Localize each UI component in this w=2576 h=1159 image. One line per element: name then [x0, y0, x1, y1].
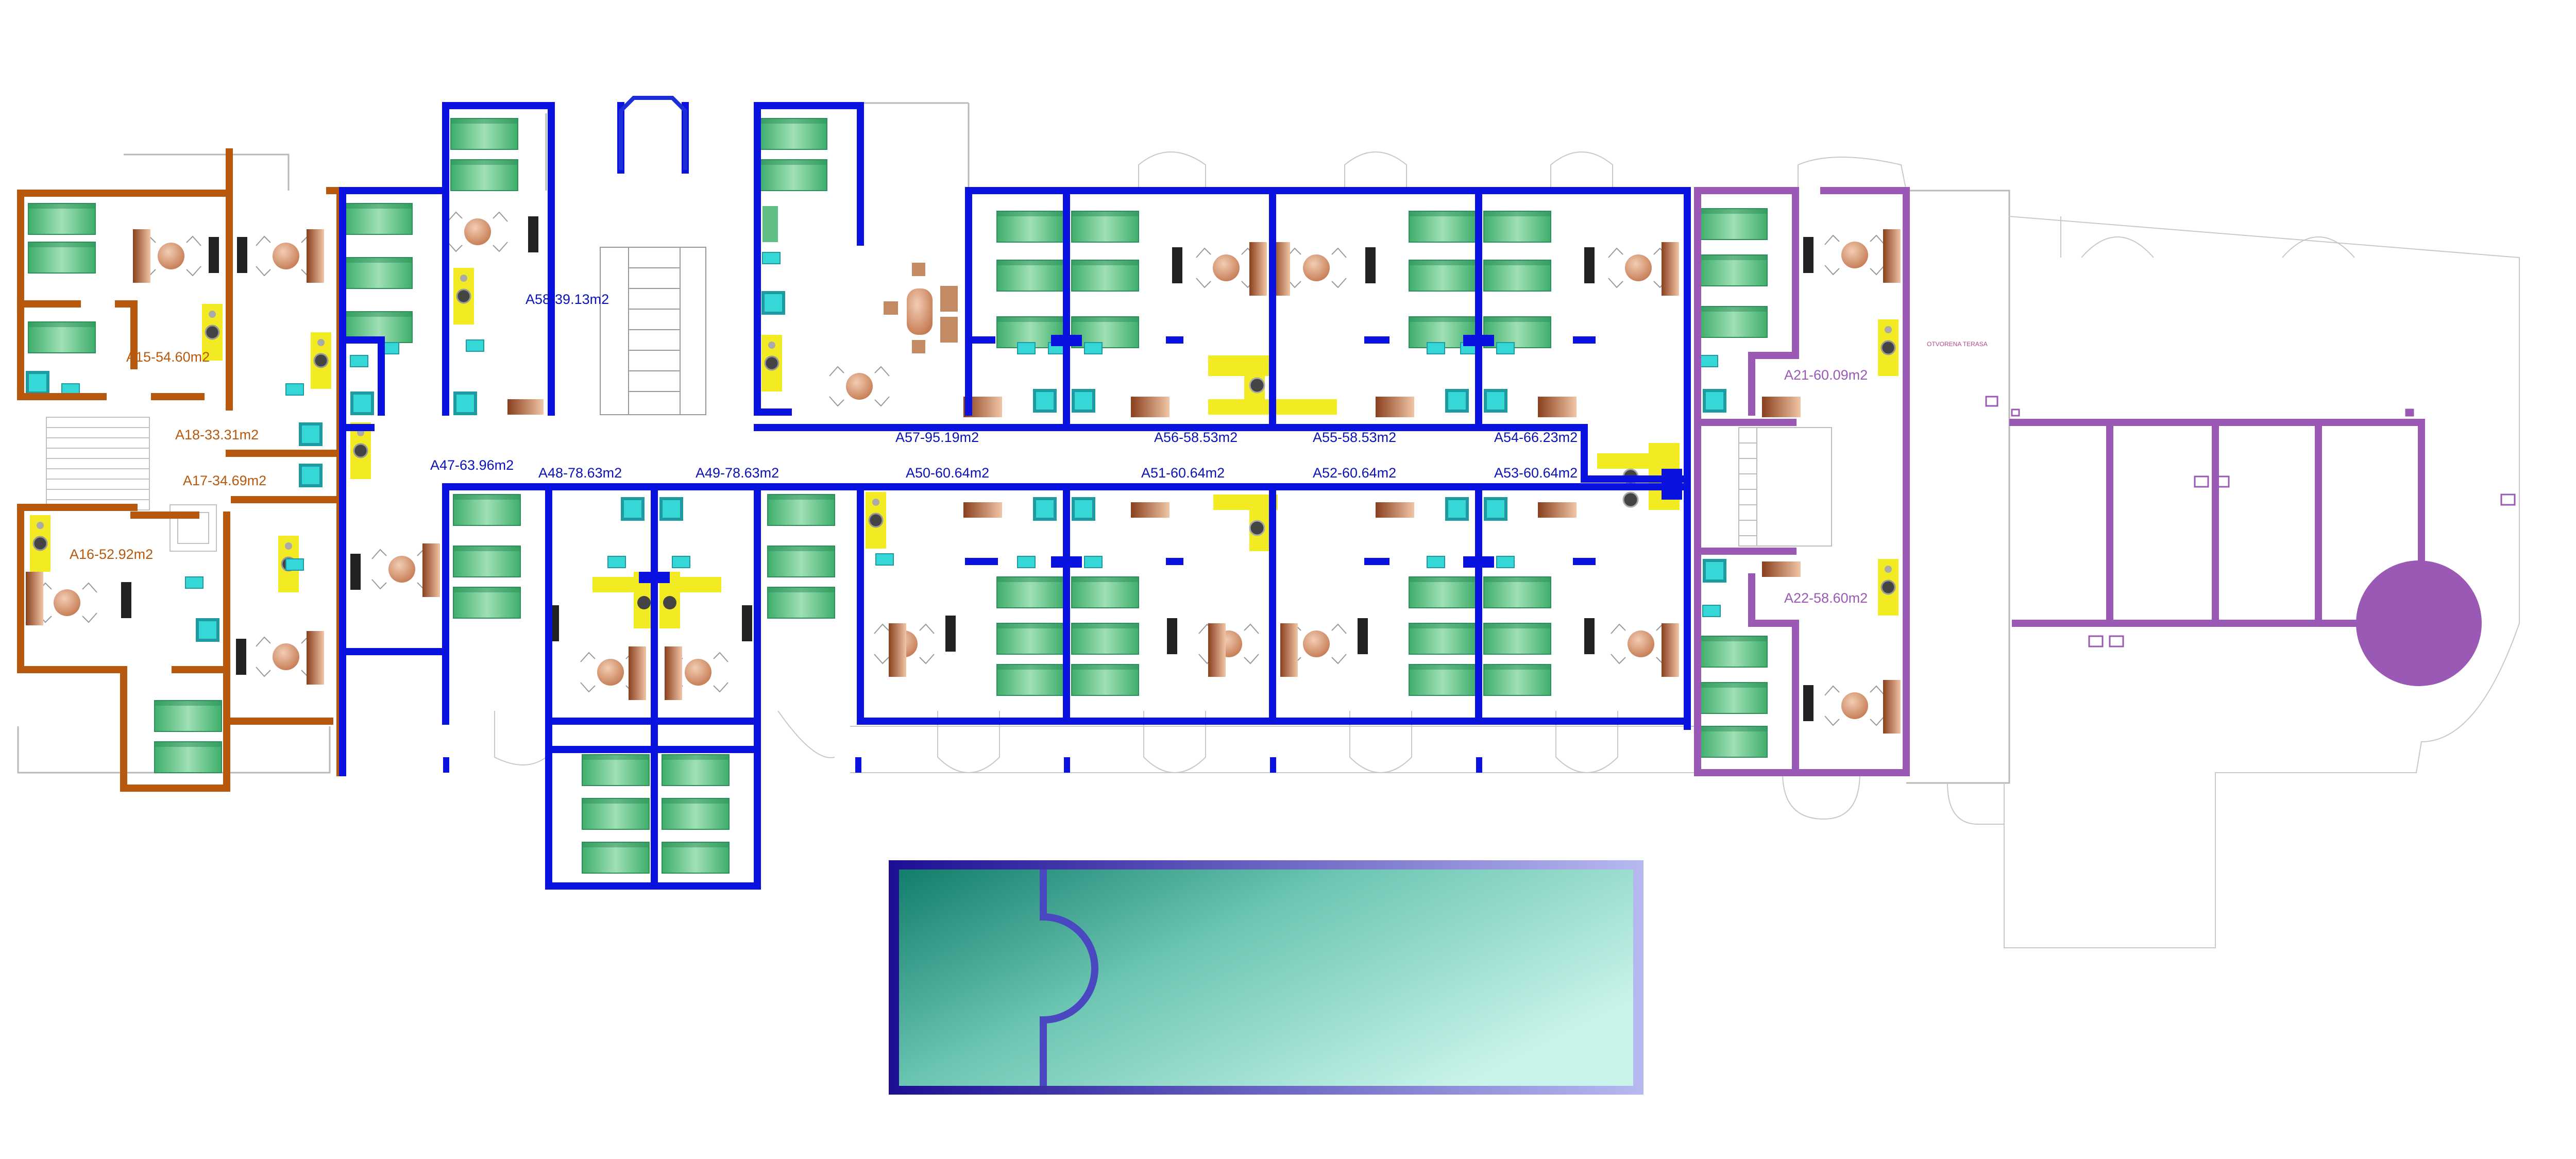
unit-label-a15: A15-54.60m2	[126, 349, 210, 365]
unit-label-a52: A52-60.64m2	[1313, 465, 1396, 481]
columns	[443, 335, 1682, 773]
unit-label-a22: A22-58.60m2	[1784, 590, 1868, 606]
unit-label-a54: A54-66.23m2	[1494, 430, 1578, 445]
unit-label-a17: A17-34.69m2	[183, 473, 266, 488]
unit-label-a53: A53-60.64m2	[1494, 465, 1578, 481]
purple-wing	[1694, 187, 2516, 776]
unit-label-a55: A55-58.53m2	[1313, 430, 1396, 445]
unit-label-a18: A18-33.31m2	[175, 427, 259, 442]
round-feature	[2356, 560, 2482, 686]
unit-label-a56: A56-58.53m2	[1154, 430, 1238, 445]
orange-walls	[17, 148, 344, 792]
unit-label-a49: A49-78.63m2	[696, 465, 779, 481]
stairs-icon	[1738, 427, 1832, 547]
unit-labels: A15-54.60m2 A18-33.31m2 A17-34.69m2 A16-…	[70, 292, 1988, 606]
unit-label-a47: A47-63.96m2	[430, 457, 514, 473]
unit-label-a51: A51-60.64m2	[1141, 465, 1225, 481]
purple-walls	[1694, 187, 1910, 776]
unit-label-a21: A21-60.09m2	[1784, 367, 1868, 383]
purple-fixtures	[1985, 396, 2516, 647]
stairs-icon	[600, 247, 706, 415]
unit-label-a16: A16-52.92m2	[70, 547, 153, 562]
purple-grid	[2009, 419, 2425, 627]
orange-wing	[17, 148, 344, 792]
purple-furniture	[1700, 208, 1901, 758]
blue-walls	[339, 102, 1691, 890]
orange-furniture	[26, 203, 332, 773]
unit-label-a50: A50-60.64m2	[906, 465, 989, 481]
pool-icon	[889, 860, 1643, 1095]
blue-furniture	[345, 118, 1680, 874]
terrace-label: OTVORENA TERASA	[1927, 340, 1988, 348]
unit-label-a48: A48-78.63m2	[538, 465, 622, 481]
unit-label-a57: A57-95.19m2	[895, 430, 979, 445]
unit-label-a58: A58-39.13m2	[526, 292, 609, 307]
stair-bay	[619, 96, 687, 170]
blue-block	[339, 96, 1691, 890]
